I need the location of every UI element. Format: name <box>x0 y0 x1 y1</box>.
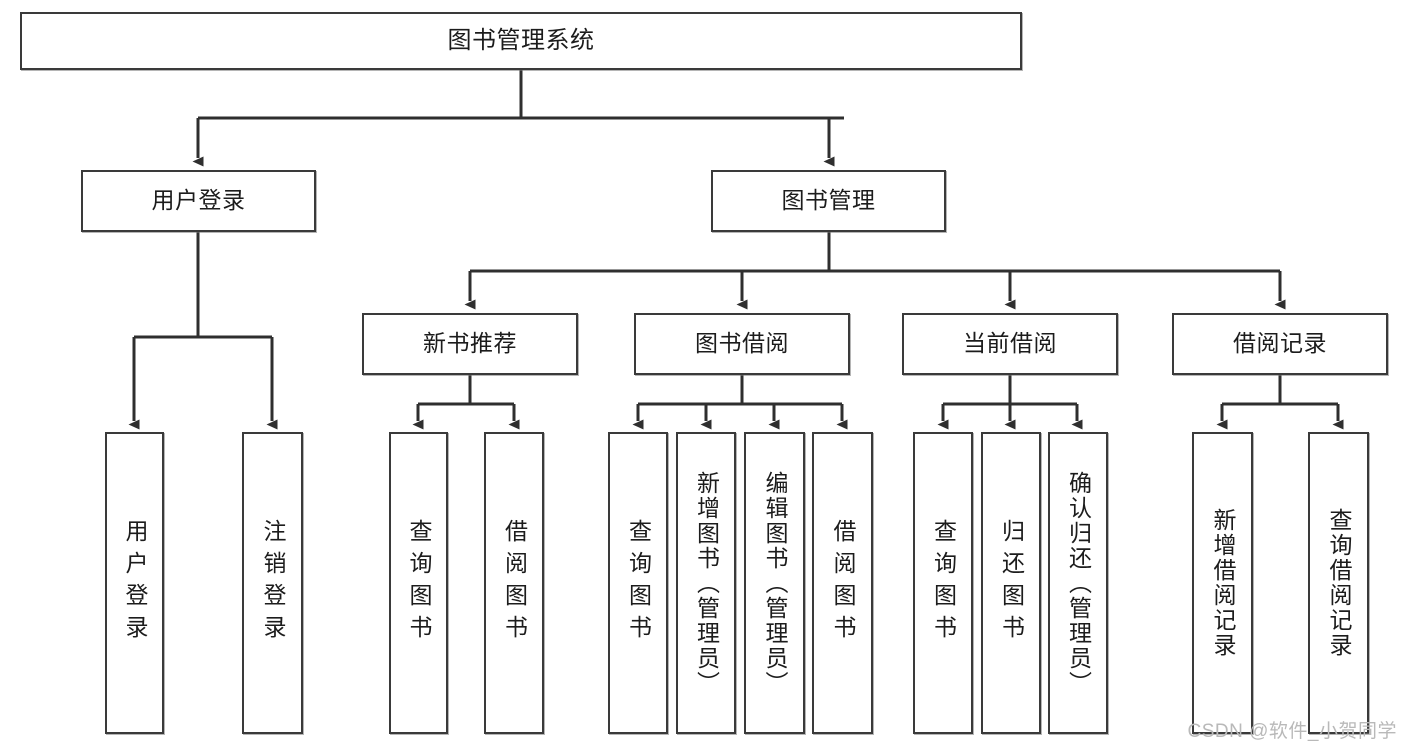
node-label: 图书管理系统 <box>447 26 595 54</box>
node-label: 当前借阅 <box>963 330 1057 357</box>
node-label: 查询借阅记录 <box>1326 508 1352 658</box>
node-new-book-recommend[interactable]: 新书推荐 <box>362 313 578 375</box>
leaf-book-borrow-query[interactable]: 查询图书 <box>608 432 668 734</box>
leaf-new-book-borrow[interactable]: 借阅图书 <box>484 432 544 734</box>
node-label: 借阅记录 <box>1233 330 1327 357</box>
node-label: 借阅图书 <box>501 519 528 647</box>
node-label: 新书推荐 <box>423 330 517 357</box>
leaf-borrow-record-add[interactable]: 新增借阅记录 <box>1192 432 1253 734</box>
leaf-new-book-query[interactable]: 查询图书 <box>389 432 448 734</box>
node-label: 新增图书（管理员） <box>693 470 720 696</box>
node-label: 归还图书 <box>998 519 1025 647</box>
node-label: 用户登录 <box>151 187 246 214</box>
node-label: 查询图书 <box>625 519 652 647</box>
node-label: 图书借阅 <box>695 330 789 357</box>
node-user-login[interactable]: 用户登录 <box>81 170 316 232</box>
node-label: 借阅图书 <box>830 519 856 647</box>
node-label: 查询图书 <box>930 519 957 647</box>
node-label: 确认归还（管理员） <box>1065 470 1092 696</box>
leaf-book-borrow-add[interactable]: 新增图书（管理员） <box>676 432 736 734</box>
node-root-system[interactable]: 图书管理系统 <box>20 12 1022 70</box>
node-label: 图书管理 <box>781 187 876 214</box>
node-label: 用户登录 <box>122 519 148 647</box>
node-book-management[interactable]: 图书管理 <box>711 170 946 232</box>
node-label: 注销登录 <box>260 519 286 647</box>
node-label: 查询图书 <box>406 519 432 647</box>
node-label: 新增借阅记录 <box>1210 508 1236 658</box>
leaf-current-borrow-return[interactable]: 归还图书 <box>981 432 1041 734</box>
node-label: 编辑图书（管理员） <box>762 470 788 696</box>
leaf-borrow-record-query[interactable]: 查询借阅记录 <box>1308 432 1369 734</box>
node-book-borrow[interactable]: 图书借阅 <box>634 313 850 375</box>
node-borrow-record[interactable]: 借阅记录 <box>1172 313 1388 375</box>
leaf-book-borrow-borrow[interactable]: 借阅图书 <box>812 432 873 734</box>
leaf-current-borrow-query[interactable]: 查询图书 <box>913 432 973 734</box>
leaf-book-borrow-edit[interactable]: 编辑图书（管理员） <box>744 432 805 734</box>
leaf-user-login-login[interactable]: 用户登录 <box>105 432 164 734</box>
node-current-borrow[interactable]: 当前借阅 <box>902 313 1118 375</box>
leaf-current-borrow-confirm-return[interactable]: 确认归还（管理员） <box>1048 432 1108 734</box>
leaf-user-login-logout[interactable]: 注销登录 <box>242 432 303 734</box>
